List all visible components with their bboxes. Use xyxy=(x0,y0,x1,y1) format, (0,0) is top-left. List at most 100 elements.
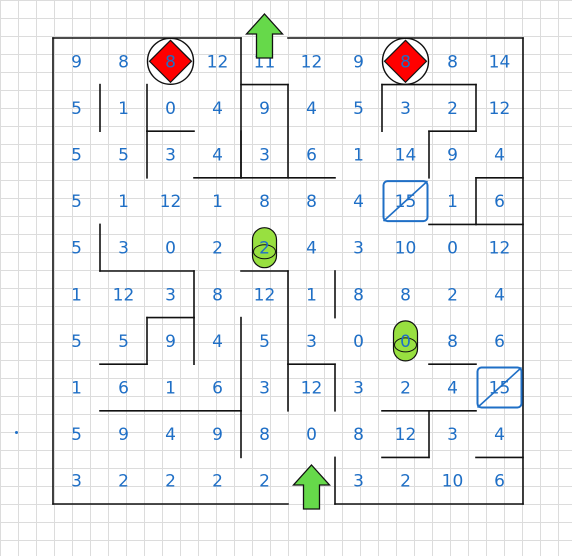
cell-number: 6 xyxy=(494,472,505,492)
cell-number: 12 xyxy=(254,285,276,305)
cell-number: 3 xyxy=(306,332,317,352)
cell-number: 1 xyxy=(71,285,82,305)
cell-number: 4 xyxy=(212,332,223,352)
cell-number: 5 xyxy=(118,332,129,352)
cell-number: 5 xyxy=(71,99,82,119)
cell-number: 2 xyxy=(259,472,270,492)
cell-number: 2 xyxy=(400,379,411,399)
cell-number: 3 xyxy=(400,99,411,119)
cell-number: 1 xyxy=(118,99,129,119)
cell-number: 8 xyxy=(118,52,129,72)
cell-number: 8 xyxy=(306,192,317,212)
cell-number: 1 xyxy=(306,285,317,305)
cell-number: 4 xyxy=(165,425,176,445)
cell-number: 12 xyxy=(489,239,511,259)
cell-number: 1 xyxy=(118,192,129,212)
cell-number: 12 xyxy=(301,52,323,72)
cell-number: 8 xyxy=(447,52,458,72)
cell-number: 0 xyxy=(165,99,176,119)
cell-number: 2 xyxy=(212,472,223,492)
pieces-layer xyxy=(146,37,430,362)
cell-number: 8 xyxy=(212,285,223,305)
cell-number: 8 xyxy=(400,52,411,72)
cell-number: 5 xyxy=(353,99,364,119)
pawn-base xyxy=(394,337,417,353)
green-up-arrow-icon xyxy=(292,464,331,510)
cell-number: 3 xyxy=(447,425,458,445)
cell-number: 4 xyxy=(306,239,317,259)
cell-number: 1 xyxy=(165,379,176,399)
cell-number: 8 xyxy=(165,52,176,72)
cell-number: 12 xyxy=(395,425,417,445)
cell-number: 10 xyxy=(442,472,464,492)
cell-number: 3 xyxy=(353,472,364,492)
cell-number: 3 xyxy=(165,146,176,166)
cell-number: 5 xyxy=(71,192,82,212)
cell-number: 1 xyxy=(447,192,458,212)
cell-number: 10 xyxy=(395,239,417,259)
cell-number: 5 xyxy=(71,239,82,259)
highlight-box xyxy=(476,366,523,409)
cell-number: 4 xyxy=(353,192,364,212)
boxed-cells xyxy=(382,180,523,409)
cell-number: 2 xyxy=(447,99,458,119)
cell-number: 9 xyxy=(165,332,176,352)
cell-number: 1 xyxy=(353,146,364,166)
cell-number: 1 xyxy=(71,379,82,399)
red-diamond-icon xyxy=(148,39,193,84)
cell-number: 3 xyxy=(353,379,364,399)
pawn-base xyxy=(253,244,276,260)
cell-number: 4 xyxy=(212,146,223,166)
cell-number: 8 xyxy=(447,332,458,352)
red-diamond-icon xyxy=(383,39,428,84)
cell-number: 12 xyxy=(113,285,135,305)
cell-number: 6 xyxy=(494,332,505,352)
cell-number: 2 xyxy=(118,472,129,492)
cell-number: 9 xyxy=(447,146,458,166)
cell-number: 12 xyxy=(207,52,229,72)
cross-line xyxy=(476,366,523,409)
cell-number: 3 xyxy=(259,379,270,399)
cell-number: 9 xyxy=(259,99,270,119)
cell-number: 5 xyxy=(71,146,82,166)
cell-number: 8 xyxy=(353,285,364,305)
stray-dot xyxy=(15,431,18,434)
cell-number: 14 xyxy=(395,146,417,166)
cell-number: 8 xyxy=(259,192,270,212)
cell-number: 5 xyxy=(118,146,129,166)
cell-number: 6 xyxy=(494,192,505,212)
cell-number: 9 xyxy=(118,425,129,445)
cell-number: 0 xyxy=(165,239,176,259)
cell-number: 2 xyxy=(400,472,411,492)
cell-number: 4 xyxy=(447,379,458,399)
cell-number: 12 xyxy=(160,192,182,212)
cell-number: 3 xyxy=(71,472,82,492)
highlight-box xyxy=(382,180,429,223)
cell-number: 4 xyxy=(494,425,505,445)
cell-number: 0 xyxy=(400,332,411,352)
arrows-layer xyxy=(245,13,331,510)
cell-number: 2 xyxy=(259,239,270,259)
cell-number: 12 xyxy=(489,99,511,119)
cell-number: 8 xyxy=(259,425,270,445)
maze-walls xyxy=(52,37,524,505)
cell-number: 8 xyxy=(353,425,364,445)
cell-number: 9 xyxy=(71,52,82,72)
cell-number: 2 xyxy=(165,472,176,492)
cell-number: 6 xyxy=(212,379,223,399)
cell-number: 6 xyxy=(306,146,317,166)
green-up-arrow-icon xyxy=(245,13,284,59)
cell-number: 3 xyxy=(353,239,364,259)
cell-number: 5 xyxy=(71,332,82,352)
cell-number: 6 xyxy=(118,379,129,399)
cell-number: 9 xyxy=(212,425,223,445)
cell-number: 15 xyxy=(395,192,417,212)
cell-number: 3 xyxy=(165,285,176,305)
cross-line xyxy=(382,180,429,222)
cell-number: 4 xyxy=(494,146,505,166)
cell-number: 5 xyxy=(259,332,270,352)
cell-number: 12 xyxy=(301,379,323,399)
cell-number: 2 xyxy=(212,239,223,259)
